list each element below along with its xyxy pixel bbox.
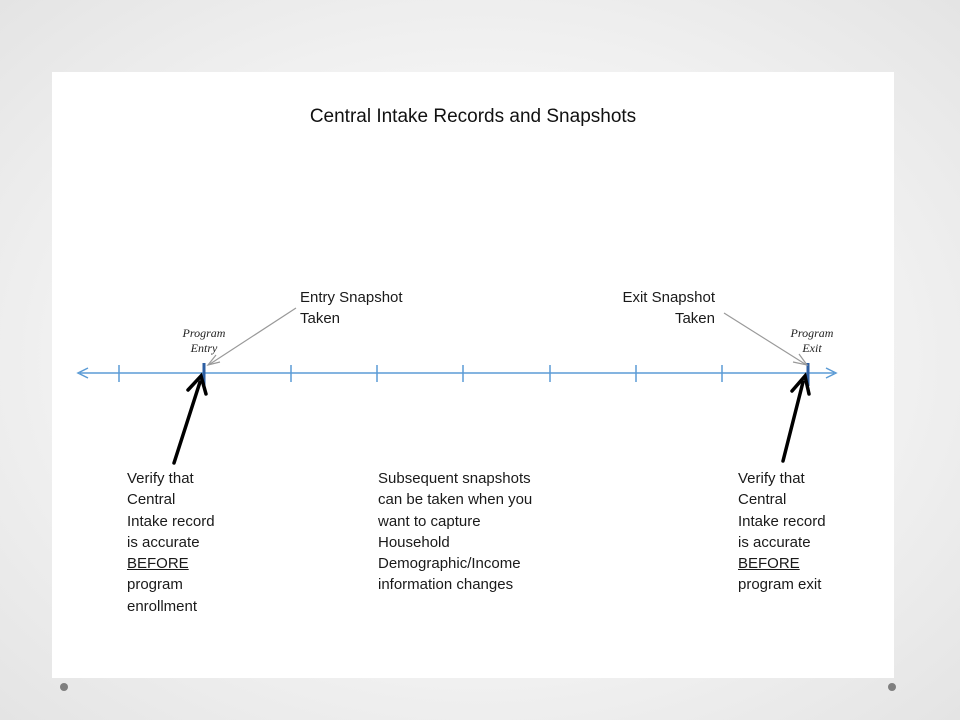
note-line: Verify that [127,470,194,487]
note-line: Central [127,491,176,509]
entry-verify-arrowhead [186,372,208,396]
note-line: Demographic/Income [378,555,521,573]
entry-verify-arrow [172,380,202,465]
note-line: Verify that [738,470,805,487]
entry-snapshot-pointer-head [206,354,221,367]
exit-snapshot-line2: Taken [674,310,715,327]
note-emphasis: BEFORE [738,555,800,573]
slide-corner-dot-right [888,683,896,691]
program-entry-label-line2: Entry [190,341,218,355]
exit-snapshot-line1: Exit Snapshot [622,289,715,306]
timeline-ticks [118,365,723,382]
exit-verify-arrowhead [790,372,811,396]
program-exit-label: Program Exit [782,326,842,356]
entry-snapshot-line1: Entry Snapshot [300,289,403,306]
note-line: Central [738,491,787,509]
subsequent-snapshots-note: Subsequent snapshots can be taken when y… [378,468,532,596]
timeline-left-arrowhead [76,367,89,379]
diagram-title: Central Intake Records and Snapshots [309,106,637,127]
note-line: Intake record [127,512,215,530]
note-line: Household [378,533,450,551]
note-line: Subsequent snapshots [378,470,531,487]
note-line: want to capture [378,512,481,530]
exit-snapshot-pointer-head [792,353,809,366]
timeline-diagram [76,307,838,465]
timeline-right-arrowhead [825,367,838,379]
note-line: information changes [378,576,514,594]
note-line: program exit [738,576,822,594]
note-line: enrollment [127,597,198,615]
note-line: can be taken when you [378,491,533,509]
slide-corner-dot-left [60,683,68,691]
program-exit-label-line2: Exit [802,341,822,355]
program-entry-label: Program Entry [172,326,236,356]
note-line: program [127,576,183,594]
entry-snapshot-pointer [209,307,297,365]
exit-verify-arrow [781,380,805,463]
entry-verify-note: Verify that Central Intake record is acc… [127,468,215,617]
exit-snapshot-pointer [723,312,806,365]
slide-content: Central Intake Records and Snapshots [52,72,894,678]
program-exit-label-line1: Program [790,326,834,340]
note-emphasis: BEFORE [127,555,189,573]
note-line: Intake record [738,512,826,530]
program-entry-label-line1: Program [182,326,226,340]
note-line: is accurate [738,533,811,551]
exit-verify-note: Verify that Central Intake record is acc… [738,468,826,596]
note-line: is accurate [127,533,200,551]
entry-snapshot-line2: Taken [300,310,341,327]
entry-snapshot-callout: Entry Snapshot Taken [300,287,403,329]
exit-snapshot-callout: Exit Snapshot Taken [600,287,715,329]
